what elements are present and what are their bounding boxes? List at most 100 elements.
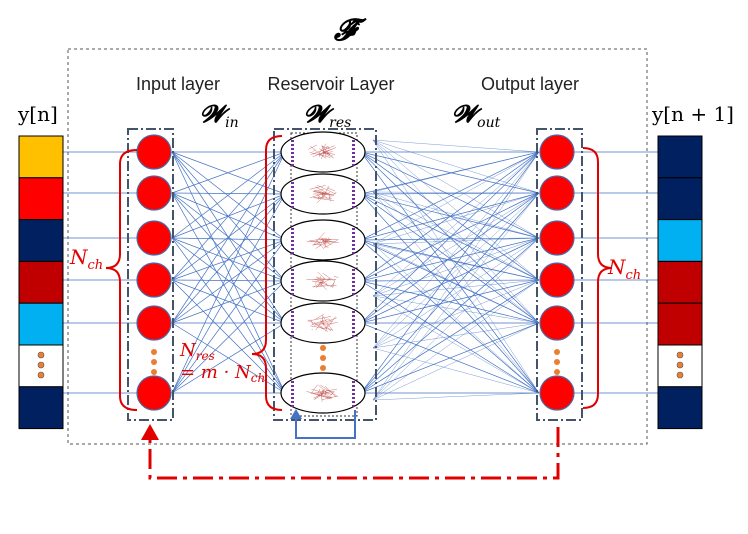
reservoir-feedback-arrowhead <box>290 409 302 419</box>
reservoir-internal-link <box>311 388 329 395</box>
nres-label-line1: Nres <box>179 340 215 363</box>
reservoir-output-connection <box>372 279 540 349</box>
reservoir-node-marker <box>291 277 294 279</box>
layer-ellipsis-dot <box>320 355 326 361</box>
reservoir-node-marker <box>352 289 355 291</box>
reservoir-internal-link <box>319 240 321 242</box>
reservoir-output-connection <box>372 237 540 245</box>
reservoir-internal-link <box>313 244 321 245</box>
reservoir-node-marker <box>291 182 294 184</box>
reservoir-node-marker <box>352 140 355 142</box>
vector-cell <box>18 302 64 346</box>
vector-cell <box>657 260 703 304</box>
reservoir-internal-link <box>319 148 329 155</box>
input-signal-label: y[n] <box>17 102 58 126</box>
reservoir-internal-link <box>324 385 337 398</box>
reservoir-node-marker <box>291 144 294 146</box>
reservoir-layer-label: Reservoir Layer <box>267 74 394 94</box>
reservoir-node-marker <box>291 269 294 271</box>
vector-cell <box>18 386 64 430</box>
reservoir-node-marker <box>352 405 355 407</box>
reservoir-units <box>280 131 366 414</box>
vector-cell <box>657 177 703 221</box>
reservoir-node-marker <box>352 319 355 321</box>
reservoir-internal-link <box>313 197 334 201</box>
ellipsis-dot <box>676 371 684 379</box>
reservoir-node-marker <box>291 401 294 403</box>
reservoir-output-connection <box>372 243 540 324</box>
reservoir-output-connection <box>372 192 540 297</box>
reservoir-internal-link <box>326 187 336 192</box>
reservoir-output-connection <box>372 192 540 245</box>
reservoir-node-marker <box>291 293 294 295</box>
reservoir-node-marker <box>291 273 294 275</box>
layer-ellipsis-dot <box>151 359 157 365</box>
reservoir-output-connection <box>372 139 540 281</box>
output-neurons <box>539 134 575 411</box>
input-neuron <box>136 375 172 411</box>
reservoir-node-marker <box>291 281 294 283</box>
reservoir-output-connection <box>360 239 540 324</box>
reservoir-node-marker <box>291 335 294 337</box>
reservoir-output-connection <box>372 151 540 193</box>
reservoir-output-connection <box>372 322 540 401</box>
reservoir-node-marker <box>291 164 294 166</box>
reservoir-node-marker <box>291 385 294 387</box>
output-vector <box>657 135 703 430</box>
reservoir-node-marker <box>352 244 355 246</box>
reservoir-node-marker <box>291 323 294 325</box>
reservoir-node-marker <box>352 186 355 188</box>
layer-ellipsis-dot <box>151 349 157 355</box>
reservoir-output-connection <box>372 191 540 281</box>
reservoir-internal-link <box>325 389 333 393</box>
reservoir-internal-link <box>317 279 330 286</box>
reservoir-node-marker <box>352 206 355 208</box>
input-neuron <box>136 134 172 170</box>
reservoir-internal-link <box>312 232 325 246</box>
reservoir-node-marker <box>291 206 294 208</box>
reservoir-output-connection <box>360 193 540 239</box>
reservoir-output-connection <box>372 151 540 349</box>
reservoir-internal-link <box>314 388 326 400</box>
reservoir-output-connection <box>372 237 540 349</box>
reservoir-feedback-loop <box>295 410 356 439</box>
reservoir-node-marker <box>291 152 294 154</box>
reservoir-node-marker <box>352 248 355 250</box>
reservoir-internal-link <box>310 384 318 394</box>
reservoir-internal-link <box>317 388 321 396</box>
reservoir-output-connection <box>372 191 540 394</box>
reservoir-output-connection <box>360 151 540 239</box>
reservoir-node-marker <box>352 198 355 200</box>
reservoir-internal-link <box>322 240 326 247</box>
input-neuron <box>136 220 172 256</box>
reservoir-node-marker <box>352 240 355 242</box>
vector-cell <box>18 177 64 221</box>
reservoir-node-marker <box>352 144 355 146</box>
ellipsis-dot <box>37 361 45 369</box>
reservoir-output-connection <box>372 191 540 194</box>
reservoir-output-connection <box>372 243 540 394</box>
output-neuron <box>539 262 575 298</box>
ellipsis-dot <box>676 361 684 369</box>
w-out-label: 𝓦out <box>452 99 501 131</box>
output-neuron <box>539 134 575 170</box>
vector-cell <box>657 302 703 346</box>
layer-ellipsis-dot <box>320 345 326 351</box>
reservoir-internal-link <box>317 278 331 282</box>
input-layer-label: Input layer <box>136 74 220 94</box>
reservoir-internal-link <box>320 282 323 287</box>
reservoir-output-connection <box>372 151 540 245</box>
reservoir-node-marker <box>352 381 355 383</box>
reservoir-internal-link <box>328 192 337 199</box>
reservoir-node-marker <box>352 252 355 254</box>
reservoir-internal-link <box>319 276 322 280</box>
reservoir-internal-link <box>327 396 332 400</box>
input-neurons <box>136 134 172 411</box>
reservoir-internal-link <box>321 390 324 396</box>
reservoir-node-marker <box>352 269 355 271</box>
reservoir-node-marker <box>352 335 355 337</box>
vector-cell <box>18 260 64 304</box>
reservoir-node-marker <box>352 397 355 399</box>
input-nch-label: Nch <box>69 245 103 273</box>
